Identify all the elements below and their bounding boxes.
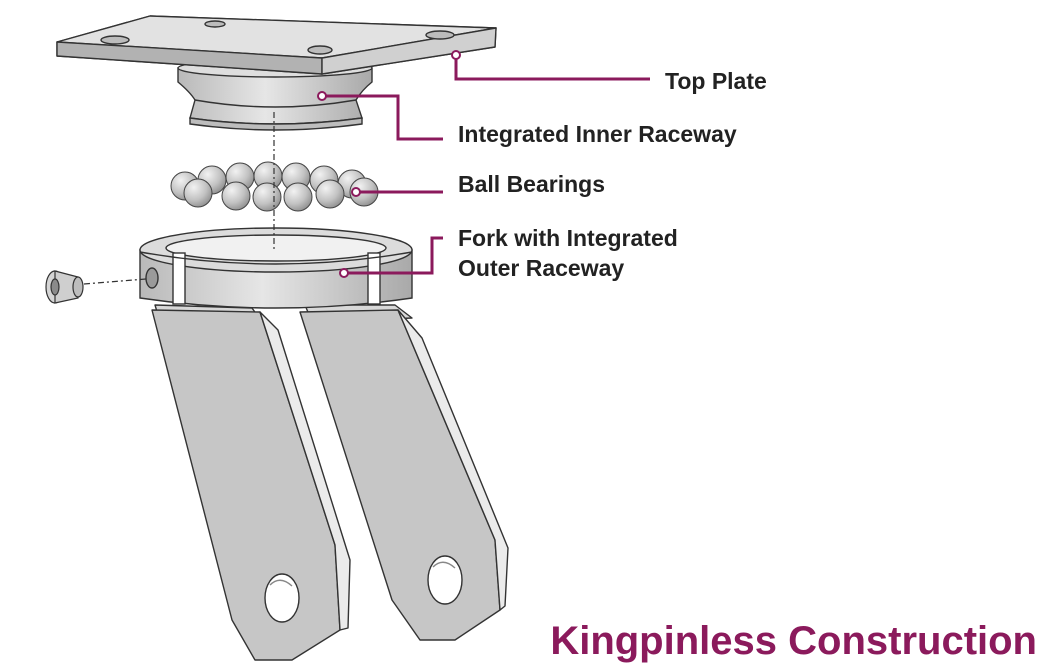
leader-fork bbox=[344, 236, 443, 275]
ball-bearings bbox=[170, 161, 379, 212]
top-plate bbox=[56, 15, 497, 75]
label-top-plate: Top Plate bbox=[665, 68, 767, 94]
leader-top-plate bbox=[454, 55, 650, 81]
fork-leg-right bbox=[299, 304, 509, 641]
label-ball-bearings: Ball Bearings bbox=[458, 171, 605, 197]
fork-legs bbox=[151, 304, 509, 661]
grease-fitting bbox=[45, 270, 84, 304]
leader-dots bbox=[317, 50, 461, 278]
center-lines bbox=[83, 112, 275, 285]
leader-inner-raceway bbox=[322, 94, 443, 141]
label-fork-line2: Outer Raceway bbox=[458, 255, 625, 281]
fork-outer-raceway bbox=[139, 227, 413, 309]
label-fork-line1: Fork with Integrated bbox=[458, 225, 678, 251]
fork-leg-left bbox=[151, 304, 351, 661]
label-inner-raceway: Integrated Inner Raceway bbox=[458, 121, 737, 147]
diagram-title: Kingpinless Construction bbox=[550, 619, 1037, 663]
leader-lines bbox=[322, 55, 650, 275]
